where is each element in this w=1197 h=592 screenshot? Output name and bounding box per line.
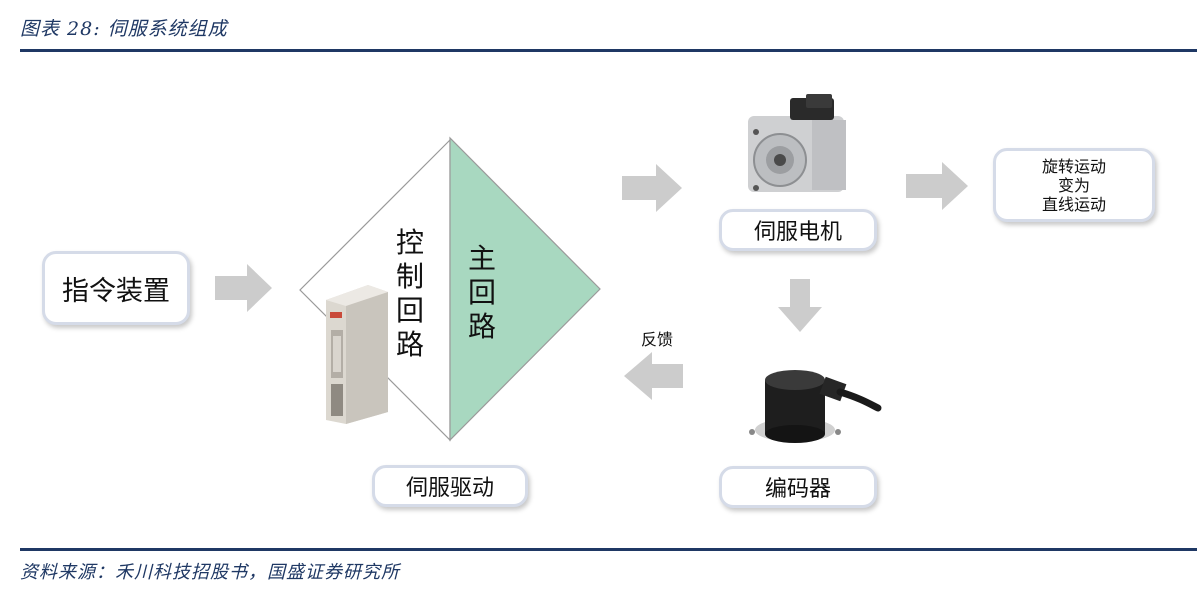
control-loop-char: 制 [396,260,425,293]
rotation-to-linear-box: 旋转运动 变为 直线运动 [993,148,1155,222]
bottom-rule [20,548,1197,551]
encoder-box: 编码器 [719,466,877,508]
servo-drive-box: 伺服驱动 [372,465,528,507]
arrow-motor-to-encoder [778,279,822,332]
flow-arrows [215,162,968,400]
command-device-box: 指令装置 [42,251,190,325]
top-rule [20,49,1197,52]
servo-drive-illustration [326,285,388,424]
main-loop-char: 路 [468,310,497,343]
encoder-illustration [749,370,882,443]
arrow-command-to-drive [215,264,272,312]
control-loop-char: 回 [396,294,425,327]
servo-motor-box: 伺服电机 [719,209,877,251]
arrow-feedback [624,352,683,400]
arrow-drive-to-motor [622,164,682,212]
arrow-motor-to-rotation [906,162,968,210]
control-loop-label: 控 制 回 路 [396,226,424,362]
rotation-line: 变为 [1057,175,1090,195]
main-loop-char: 回 [468,276,497,309]
rotation-line: 直线运动 [1041,194,1106,214]
main-loop-char: 主 [468,242,497,275]
main-loop-shape [449,136,601,442]
figure-title: 图表 28: 伺服系统组成 [20,18,228,40]
source-note: 资料来源：禾川科技招股书，国盛证券研究所 [20,562,400,583]
servo-motor-illustration [748,94,846,192]
control-loop-char: 控 [396,226,425,259]
rotation-line: 旋转运动 [1041,156,1106,176]
main-loop-label: 主 回 路 [468,242,496,344]
control-loop-char: 路 [396,328,425,361]
feedback-label: 反馈 [641,330,674,349]
